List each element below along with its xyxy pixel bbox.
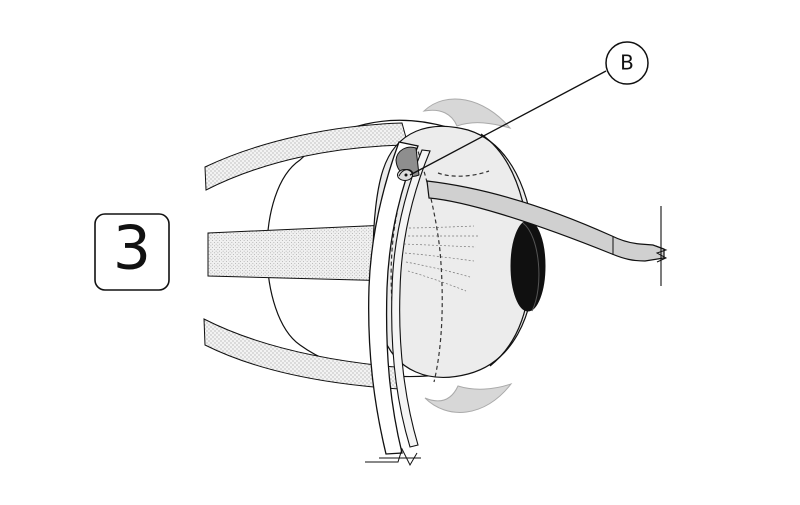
- lower-lid-flap: [424, 383, 513, 413]
- step-number: 3: [113, 214, 151, 284]
- step-box-frame: [94, 213, 170, 291]
- buckle-cut-lines: [365, 447, 421, 467]
- callout-circle: [605, 41, 649, 85]
- insertion-striations: [403, 225, 478, 292]
- dashed-outline: [390, 144, 490, 383]
- iris-edge: [522, 222, 540, 312]
- callout-b: B: [409, 41, 649, 176]
- pupil: [510, 220, 546, 312]
- buckle-edge: [391, 149, 431, 448]
- instrument-shaft: [426, 180, 665, 262]
- scleral-buckle: [365, 141, 431, 467]
- step-number-box: 3: [94, 213, 170, 291]
- upper-lid-flap: [422, 98, 512, 129]
- surgical-instrument: [426, 180, 668, 286]
- suture-arc: [398, 169, 414, 177]
- instrument-break-zigzag: [655, 245, 668, 263]
- retracted-tissue: [422, 98, 513, 413]
- callout-line: [409, 70, 607, 176]
- suture-center: [404, 173, 408, 177]
- callout-label: B: [620, 51, 634, 75]
- suture-point: [395, 146, 420, 181]
- buckle-band: [368, 141, 419, 455]
